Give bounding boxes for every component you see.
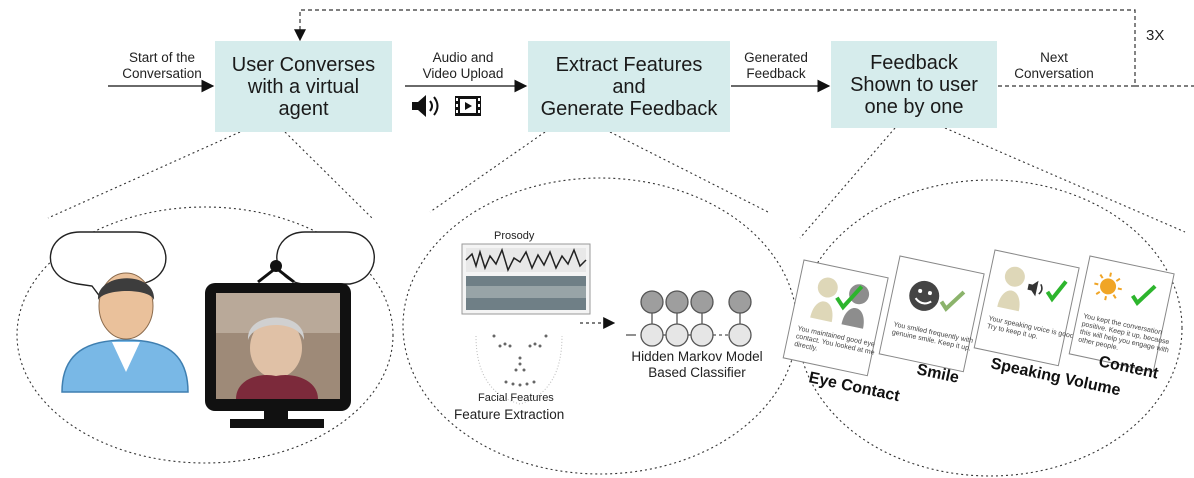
prosody-label: Prosody — [494, 230, 535, 242]
edge-label-start: Start of the Conversation — [112, 50, 212, 82]
feedback-card-content: You kept the conversation positive. Keep… — [1068, 255, 1175, 373]
edge-label-line: Conversation — [1014, 66, 1094, 81]
step-line: User Converses — [231, 53, 376, 76]
check-icon — [939, 290, 966, 312]
check-icon — [835, 285, 864, 311]
feedback-card-speaking-volume: Your speaking voice is good. Try to keep… — [973, 249, 1080, 367]
sun-icon — [1094, 272, 1122, 301]
prosody-waveform — [461, 243, 591, 315]
step-line: with a virtual — [247, 75, 360, 98]
step-line: agent — [278, 97, 329, 120]
classifier-label-line: Hidden Markov Model — [631, 349, 763, 364]
feedback-card-smile: You smiled frequently with a genuine smi… — [878, 255, 985, 373]
step-line: one by one — [864, 95, 964, 118]
step-line: Shown to user — [850, 73, 978, 96]
hmm-diagram — [626, 290, 752, 347]
user-icon — [61, 272, 189, 393]
edge-label-line: Conversation — [122, 66, 202, 81]
edge-label-line: Audio and — [432, 50, 494, 65]
edge-label-generated: Generated Feedback — [733, 50, 819, 82]
feedback-card-eye-contact: You maintained good eye contact. You loo… — [782, 259, 889, 377]
video-icon — [455, 96, 481, 116]
edge-label-next: Next Conversation — [1002, 50, 1106, 82]
step-line: Feedback — [870, 51, 958, 74]
step-feedback-shown: Feedback Shown to user one by one — [831, 41, 997, 128]
classifier-label: Hidden Markov Model Based Classifier — [622, 349, 772, 381]
step-line: Extract Features — [555, 53, 703, 76]
card-text-line: directly. — [794, 341, 819, 353]
smiley-icon — [909, 280, 940, 311]
step-line: Generate Feedback — [540, 97, 718, 120]
check-icon — [1130, 284, 1157, 306]
card-title-eye-contact: Eye Contact — [807, 369, 902, 405]
facial-features-label: Facial Features — [478, 392, 554, 404]
classifier-label-line: Based Classifier — [648, 365, 746, 380]
edge-label-upload: Audio and Video Upload — [407, 50, 519, 82]
monitor-icon — [205, 260, 351, 428]
loop-label: 3X — [1146, 27, 1165, 44]
edge-label-line: Start of the — [128, 50, 196, 65]
edge-label-line: Video Upload — [422, 66, 504, 81]
feature-extraction-label: Feature Extraction — [454, 407, 565, 422]
dotted-connectors — [47, 127, 1186, 239]
step-extract-features: Extract Features and Generate Feedback — [528, 41, 730, 132]
check-icon — [1045, 280, 1068, 303]
ellipse-conversation — [16, 206, 394, 464]
facial-features-dots — [475, 334, 563, 405]
edge-label-line: Feedback — [746, 66, 806, 81]
speaker-icon — [412, 95, 439, 117]
edge-label-line: Generated — [744, 50, 808, 65]
step-line: and — [612, 75, 646, 98]
step-user-converses: User Converses with a virtual agent — [215, 41, 392, 132]
edge-label-line: Next — [1040, 50, 1068, 65]
loop-dashed-line — [294, 9, 1136, 87]
